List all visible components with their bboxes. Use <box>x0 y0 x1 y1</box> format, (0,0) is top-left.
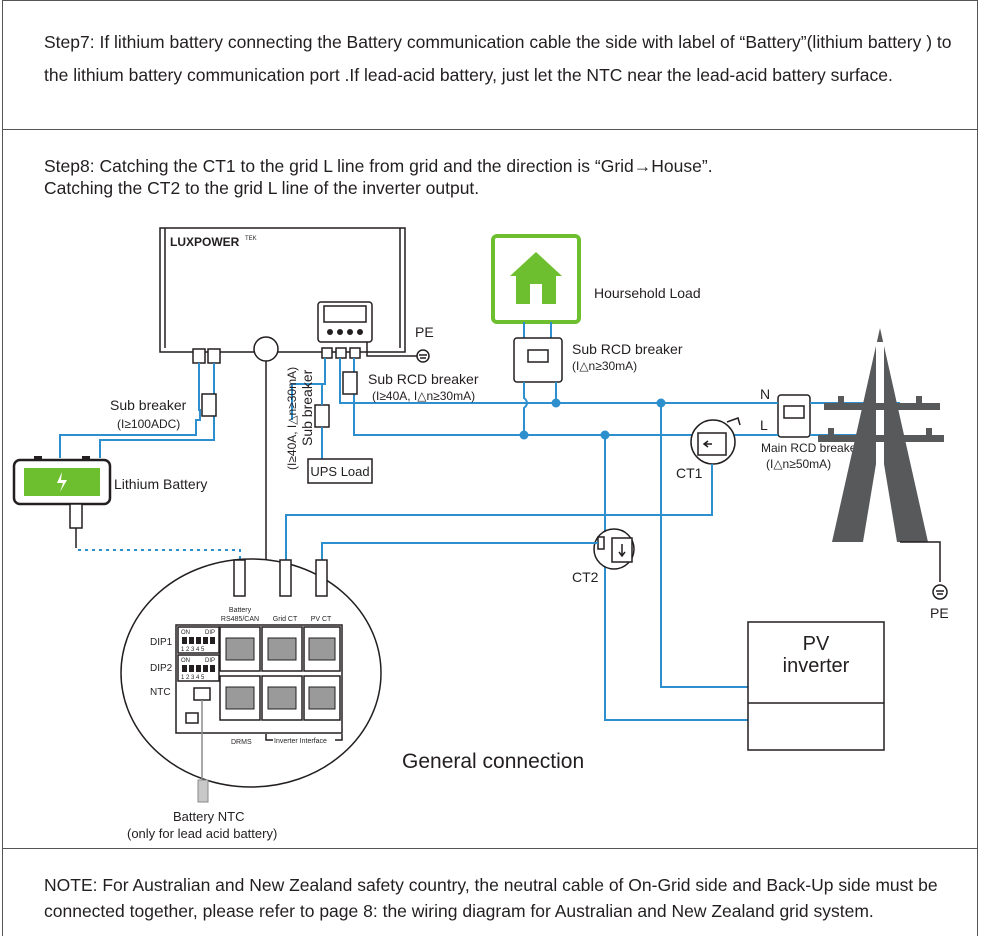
pe-right: PE <box>930 584 949 621</box>
divider-top <box>2 0 978 1</box>
step8-line2: Catching the CT2 to the grid L line of t… <box>44 178 480 198</box>
sub-breaker-battery <box>201 393 217 417</box>
pv-inverter-wire-l <box>604 435 748 721</box>
dip2-on: ON <box>181 658 190 664</box>
sub-breaker-battery-label: Sub breaker <box>110 397 187 413</box>
sub-breaker-vertical-label: Sub breaker <box>299 369 315 446</box>
port-pv-ct-label: PV CT <box>311 616 332 623</box>
lithium-battery: Lithium Battery <box>12 456 207 548</box>
inverter-brand-sup: TEK <box>245 236 257 242</box>
battery-wire-1 <box>59 363 201 458</box>
dip1-label: DIP1 <box>150 637 173 648</box>
ct2-label: CT2 <box>572 569 599 585</box>
main-rcd-rating: (I△n≥50mA) <box>766 457 831 471</box>
dip1-tag: DIP <box>205 630 215 636</box>
inverter-ct-loop <box>253 336 279 362</box>
wire-n <box>339 358 760 404</box>
step8-text: Step8: Catching the CT1 to the grid L li… <box>44 155 964 199</box>
step8-line1: Step8: Catching the CT1 to the grid L li… <box>44 156 713 176</box>
utility-pylon <box>818 328 944 542</box>
ups-load-box <box>307 458 373 484</box>
dip1-numbers: 1 2 3 4 5 <box>181 647 205 653</box>
battery-comm-cable <box>78 549 241 560</box>
main-rcd-label: Main RCD breaker <box>761 441 860 455</box>
household-load: Hoursehold Load <box>491 234 701 324</box>
inverter-interface-label: Inverter Interface <box>274 738 327 745</box>
sub-rcd-middle-rating: (I≥40A, I△n≥30mA) <box>372 389 475 403</box>
general-connection-label: General connection <box>402 750 584 773</box>
ct2: CT2 <box>572 528 635 585</box>
battery-ntc-note: (only for lead acid battery) <box>127 826 277 841</box>
l-label: L <box>760 417 768 433</box>
lithium-battery-label: Lithium Battery <box>114 476 207 492</box>
n-label: N <box>760 386 770 402</box>
pv-inverter: PV inverter <box>747 621 885 751</box>
sub-rcd-household-rating: (I△n≥30mA) <box>572 359 637 373</box>
dip2-numbers: 1 2 3 4 5 <box>181 675 205 681</box>
dip2-tag: DIP <box>205 658 215 664</box>
ct1-label: CT1 <box>676 465 703 481</box>
ct2-cable <box>321 542 598 562</box>
pv-inverter-label-1: PV <box>803 633 830 655</box>
pv-inverter-wire-n <box>660 403 748 688</box>
port-battery-label-2: RS485/CAN <box>221 616 259 623</box>
sub-breaker-vertical-rating: (I≥40A, I△n≥30mA) <box>285 367 299 470</box>
port-panel: Battery RS485/CAN Grid CT PV CT ON DIP 1… <box>120 558 382 788</box>
pylon-ground-wire <box>900 541 941 582</box>
pv-inverter-label-2: inverter <box>783 655 850 677</box>
sub-rcd-middle-label: Sub RCD breaker <box>368 371 479 387</box>
port-battery-label-1: Battery <box>229 607 252 614</box>
sub-breaker-ups <box>314 404 330 428</box>
pe-top-label: PE <box>415 324 434 340</box>
pe-right-label: PE <box>930 605 949 621</box>
inverter-brand: LUXPOWER <box>170 235 240 249</box>
ct1: CT1 <box>676 417 741 481</box>
drms-label: DRMS <box>231 739 252 746</box>
dip2-label: DIP2 <box>150 663 173 674</box>
pe-top: PE <box>366 324 434 363</box>
ntc-label: NTC <box>150 687 171 698</box>
battery-ntc-label: Battery NTC <box>173 809 245 824</box>
rj45-ports <box>219 626 341 721</box>
step7-text: Step7: If lithium battery connecting the… <box>44 32 952 85</box>
inverter: LUXPOWER TEK <box>159 227 406 364</box>
sub-rcd-middle <box>342 371 358 395</box>
main-rcd-breaker <box>777 394 811 438</box>
battery-ntc-sensor <box>197 779 209 803</box>
household-load-label: Hoursehold Load <box>594 285 701 301</box>
divider-step7 <box>2 129 978 130</box>
port-grid-ct-label: Grid CT <box>273 616 298 623</box>
sub-breaker-battery-rating: (I≥100ADC) <box>117 417 180 431</box>
divider-note <box>2 848 978 849</box>
ct1-cable <box>285 464 713 562</box>
ups-load-label: UPS Load <box>310 464 369 479</box>
note-text: NOTE: For Australian and New Zealand saf… <box>44 875 938 921</box>
dip1-on: ON <box>181 630 190 636</box>
sub-rcd-household-label: Sub RCD breaker <box>572 341 683 357</box>
ntc-port <box>193 687 211 701</box>
sub-rcd-household <box>513 337 563 383</box>
